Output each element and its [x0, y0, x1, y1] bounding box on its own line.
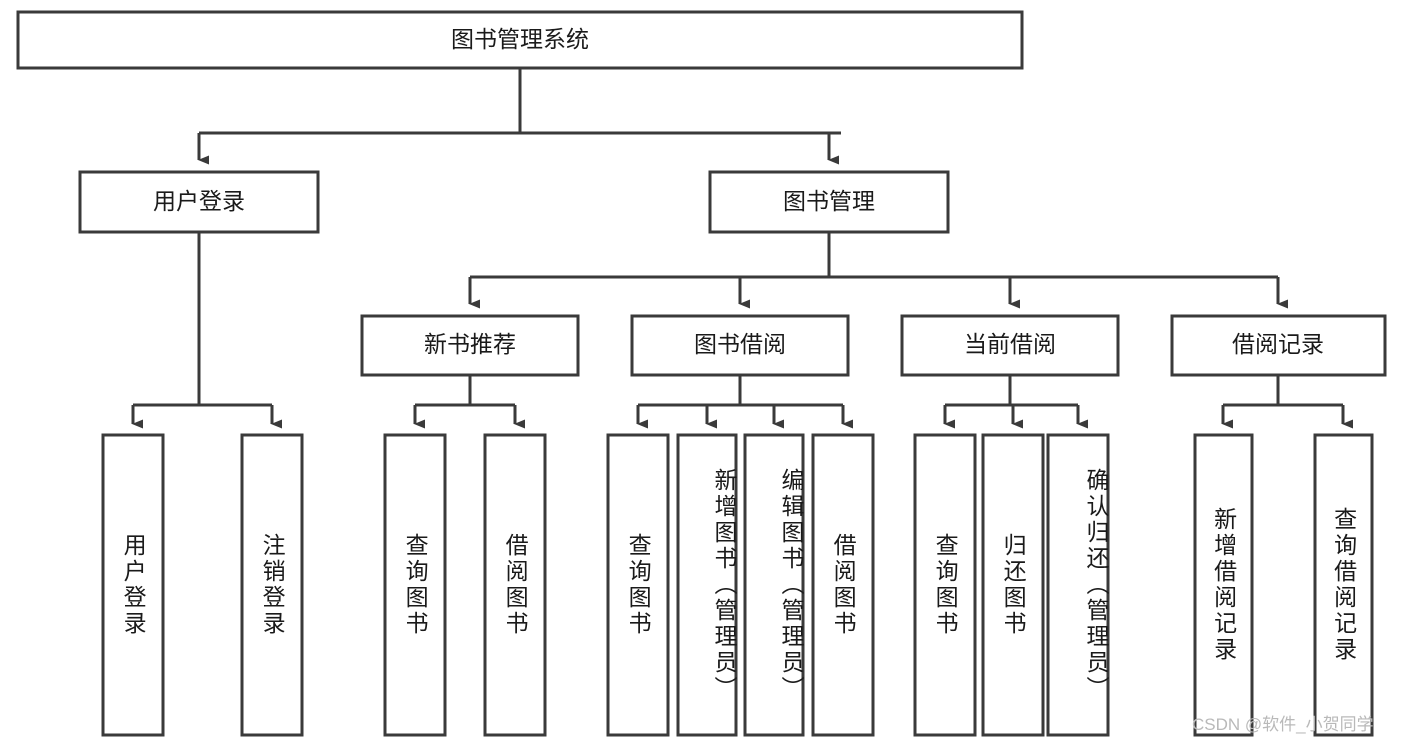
node-root[interactable]: 图书管理系统	[16, 10, 1024, 70]
connector-newbookrec-to-leaves	[413, 375, 525, 429]
node-borrow-record-label: 借阅记录	[1232, 331, 1324, 357]
csdn-watermark: CSDN @软件_小贺同学	[1192, 715, 1374, 734]
node-leaf-query-book-cur[interactable]	[913, 433, 977, 737]
connector-userlogin-to-leaves	[131, 232, 282, 429]
node-book-manage[interactable]: 图书管理	[708, 170, 950, 234]
connector-root-to-level2	[197, 68, 841, 165]
node-leaf-query-book-rec[interactable]	[383, 433, 447, 737]
node-leaf-add-record[interactable]	[1193, 433, 1254, 737]
node-leaf-confirm-return[interactable]	[1046, 433, 1110, 737]
node-borrow-record[interactable]: 借阅记录	[1170, 314, 1387, 377]
connector-currentborrow-to-leaves	[943, 375, 1088, 429]
node-current-borrow[interactable]: 当前借阅	[900, 314, 1120, 377]
node-book-manage-label: 图书管理	[783, 188, 875, 214]
connector-borrowrecord-to-leaves	[1221, 375, 1353, 429]
node-leaf-return-book[interactable]	[981, 433, 1045, 737]
connector-bookborrow-to-leaves	[636, 375, 853, 429]
node-new-book-rec[interactable]: 新书推荐	[360, 314, 580, 377]
node-leaf-borrow-book[interactable]	[811, 433, 875, 737]
node-leaf-logout[interactable]	[240, 433, 304, 737]
node-new-book-rec-label: 新书推荐	[424, 331, 516, 357]
node-leaf-add-book[interactable]	[676, 433, 738, 737]
node-leaf-borrow-book-rec[interactable]	[483, 433, 547, 737]
connector-bookmanage-to-level3	[468, 232, 1288, 309]
node-leaf-edit-book[interactable]	[743, 433, 805, 737]
node-book-borrow-label: 图书借阅	[694, 331, 786, 357]
node-leaf-user-login[interactable]	[101, 433, 165, 737]
node-book-borrow[interactable]: 图书借阅	[630, 314, 850, 377]
node-user-login-label: 用户登录	[153, 188, 245, 214]
node-root-label: 图书管理系统	[451, 26, 589, 52]
node-leaf-query-book-borrow[interactable]	[606, 433, 670, 737]
node-leaf-query-record[interactable]	[1313, 433, 1374, 737]
node-current-borrow-label: 当前借阅	[964, 331, 1056, 357]
node-user-login[interactable]: 用户登录	[78, 170, 320, 234]
